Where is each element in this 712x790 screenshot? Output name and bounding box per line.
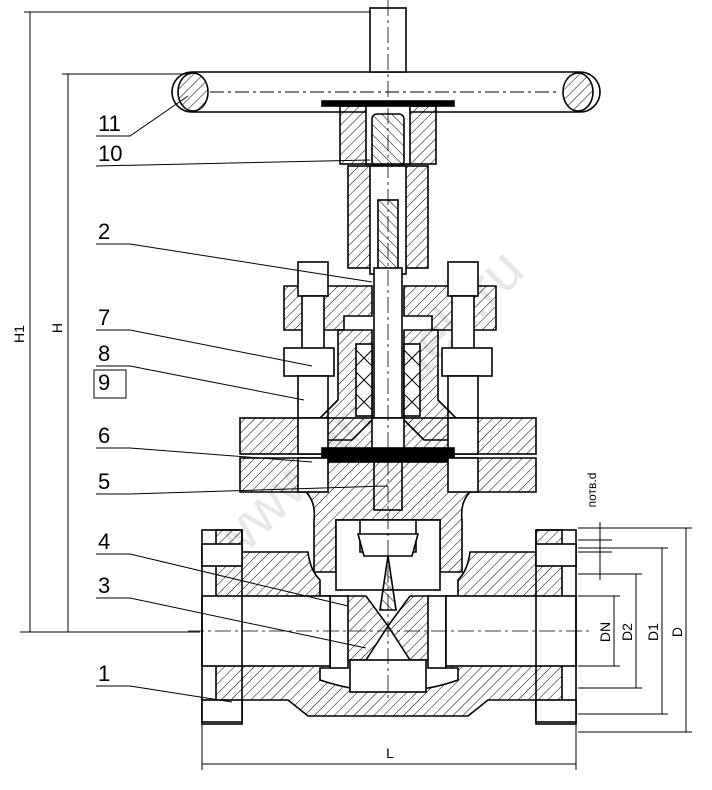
dimension-labels: H1 H L DN D2 D1 D потв.d — [11, 323, 685, 761]
bonnet-bolts — [283, 261, 493, 421]
wedge — [329, 519, 447, 669]
dimension-lines — [20, 11, 692, 770]
part-label-1: 1 — [98, 661, 110, 686]
part-label-9-box — [93, 369, 127, 399]
centerlines — [188, 0, 590, 700]
dim-label-holes: потв.d — [585, 473, 599, 508]
dim-label-l: L — [386, 745, 394, 761]
dim-label-d: D — [669, 627, 685, 637]
part-label-2: 2 — [98, 219, 110, 244]
part-label-5: 5 — [98, 469, 110, 494]
dim-label-d1: D1 — [645, 623, 661, 641]
part-label-10: 10 — [98, 141, 122, 166]
part-label-11: 11 — [98, 111, 121, 136]
dim-label-dn: DN — [597, 622, 613, 642]
dim-label-d2: D2 — [619, 623, 635, 641]
valve-body-group — [171, 0, 601, 725]
bonnet-neck — [317, 329, 459, 441]
part-label-6: 6 — [98, 423, 110, 448]
part-label-8: 8 — [98, 341, 110, 366]
leader-lines — [95, 95, 389, 703]
part-labels: 11 10 2 7 8 9 6 5 4 3 1 — [93, 111, 127, 686]
dim-label-h1: H1 — [11, 325, 27, 343]
part-label-4: 4 — [98, 529, 110, 554]
part-label-7: 7 — [98, 305, 110, 330]
dim-label-h: H — [49, 323, 65, 333]
part-label-9: 9 — [98, 370, 110, 395]
part-label-3: 3 — [98, 573, 110, 598]
